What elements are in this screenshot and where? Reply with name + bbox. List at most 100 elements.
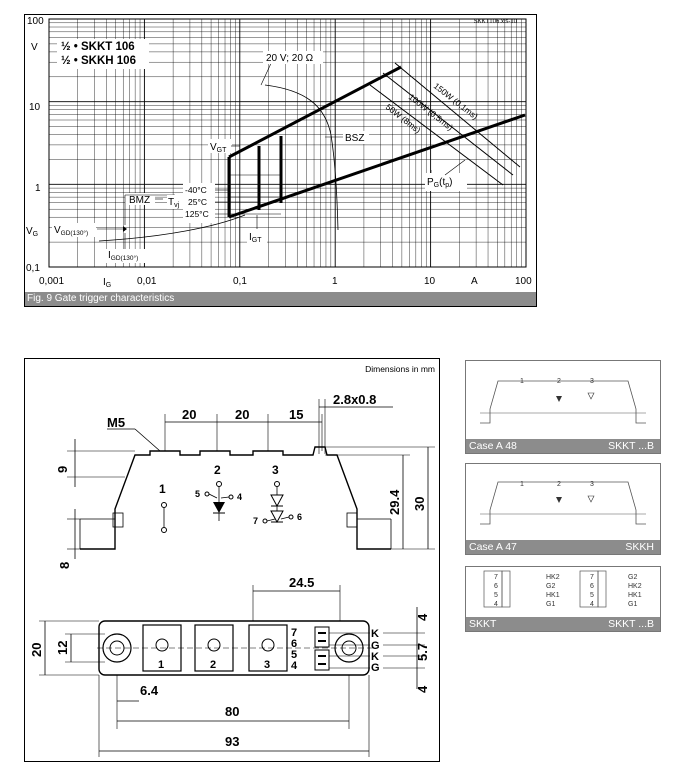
- pin-6: 6: [291, 638, 297, 650]
- terminal-3-label: 3: [272, 463, 279, 477]
- dimensions-title: Dimensions in mm: [365, 364, 435, 374]
- vgt-label: VGT: [210, 142, 227, 154]
- y-unit: V: [31, 42, 38, 53]
- pinout-panel: 7 6 5 4 7 6 5 4 HK2 G2 HK1 G1 G2 HK2 HK1…: [465, 566, 661, 632]
- case-a48-right: SKKT ...B: [608, 440, 654, 452]
- x-tick-0-1: 0,1: [233, 276, 247, 287]
- pg-label: PG(tp): [427, 177, 452, 189]
- pin-5: 5: [291, 649, 297, 661]
- left-pin-g2: G2: [546, 583, 555, 590]
- x-tick-100: 100: [515, 276, 532, 287]
- pinout-left-label: SKKT: [469, 618, 497, 630]
- pin-letter-g2: G: [371, 662, 380, 674]
- dim-20: 20: [29, 643, 44, 657]
- case-a47-panel: 1 2 3 Case A 47 SKKH: [465, 463, 661, 555]
- chart-caption: Fig. 9 Gate trigger characteristics: [25, 292, 536, 306]
- x-tick-0-01: 0,01: [137, 276, 157, 287]
- bsz-lower: [228, 113, 526, 219]
- pin-num-7-right: 7: [590, 574, 594, 581]
- dim-9: 9: [55, 466, 70, 473]
- power-line-100w: [382, 72, 514, 176]
- dim-29-4: 29.4: [387, 489, 402, 515]
- pin-letter-g1: G: [371, 640, 380, 652]
- igd-label: IGD(130°): [108, 250, 138, 262]
- pin-num-6-left: 6: [494, 583, 498, 590]
- pin-letter-k2: K: [371, 651, 379, 663]
- temp-125: 125°C: [185, 209, 209, 219]
- file-ref: SKKT106.xls-10: [474, 19, 518, 25]
- case-a47-bar: Case A 47 SKKH: [466, 540, 660, 554]
- power-line-50w: [369, 84, 504, 186]
- tvj-label: Tvj: [168, 197, 180, 209]
- right-pin-g1: G1: [628, 601, 637, 608]
- dimension-drawing: Dimensions in mm M5 20 20 15 2.8x0.8 1 2: [24, 358, 440, 762]
- vgd-curve: [98, 214, 246, 242]
- case-a47-left: Case A 47: [469, 541, 517, 553]
- case-a47-right: SKKH: [625, 541, 654, 553]
- pin-num-5-left: 5: [494, 592, 498, 599]
- pin-num-4-right: 4: [590, 601, 594, 608]
- dim-93: 93: [225, 734, 239, 749]
- pin-num-5-right: 5: [590, 592, 594, 599]
- dim-5-7: 5.7: [415, 643, 430, 661]
- left-pin-g1: G1: [546, 601, 555, 608]
- bsz-upper: [228, 65, 402, 159]
- gate-pin-7: 7: [253, 516, 258, 526]
- load-line-label: 20 V; 20 Ω: [266, 53, 314, 64]
- dim-8: 8: [57, 562, 72, 569]
- svg-text:1: 1: [520, 481, 524, 488]
- y-tick-10: 10: [29, 102, 41, 113]
- gate-pin-4: 4: [237, 492, 242, 502]
- case-a48-bar: Case A 48 SKKT ...B: [466, 439, 660, 453]
- gate-trigger-chart: SKKT106.xls-10 ½ • SKKT 106 ½ • SKKH 106…: [24, 14, 537, 307]
- dim-12: 12: [55, 641, 70, 655]
- left-pin-hk2: HK2: [546, 574, 560, 581]
- right-pin-hk1: HK1: [628, 592, 642, 599]
- dim-80: 80: [225, 704, 239, 719]
- pitch-a: 20: [182, 407, 196, 422]
- y-tick-0-1: 0,1: [26, 263, 40, 274]
- dim-4-bot: 4: [415, 685, 430, 693]
- pin-7: 7: [291, 627, 297, 639]
- x-tick-1: 1: [332, 276, 338, 287]
- temp-minus40: -40°C: [185, 185, 207, 195]
- dim-4-top: 4: [415, 613, 430, 621]
- top-terminal-1: 1: [158, 659, 164, 671]
- left-pin-hk1: HK1: [546, 592, 560, 599]
- title-skkh: ½ • SKKH 106: [61, 55, 136, 67]
- temp-25: 25°C: [188, 197, 207, 207]
- right-pin-g2: G2: [628, 574, 637, 581]
- igt-label: IGT: [249, 232, 262, 244]
- case-side-profile: [80, 446, 391, 550]
- load-curve: [264, 84, 339, 231]
- pinout-sketch: 7 6 5 4 7 6 5 4 HK2 G2 HK1 G1 G2 HK2 HK1…: [483, 570, 642, 608]
- y-axis-label: VG: [26, 226, 38, 238]
- drawing-svg: Dimensions in mm M5 20 20 15 2.8x0.8 1 2: [29, 364, 435, 757]
- bmz-label: BMZ: [129, 195, 150, 206]
- pinout-right-label: SKKT ...B: [608, 618, 654, 630]
- case-a48-left: Case A 48: [469, 440, 517, 452]
- vgd-label: VGD(130°): [54, 225, 88, 237]
- svg-text:3: 3: [590, 481, 594, 488]
- x-tick-0-001: 0,001: [39, 276, 64, 287]
- title-skkt: ½ • SKKT 106: [61, 41, 135, 53]
- chart-plot: SKKT106.xls-10 ½ • SKKT 106 ½ • SKKH 106…: [26, 16, 532, 289]
- top-terminal-2: 2: [210, 659, 216, 671]
- svg-text:2: 2: [557, 378, 561, 385]
- svg-text:3: 3: [590, 378, 594, 385]
- terminal-2-label: 2: [214, 463, 221, 477]
- pin-4: 4: [291, 660, 298, 672]
- pin-num-4-left: 4: [494, 601, 498, 608]
- pin-num-7-left: 7: [494, 574, 498, 581]
- svg-text:2: 2: [557, 481, 561, 488]
- power-line-150w: [394, 62, 521, 168]
- pitch-c: 15: [289, 407, 303, 422]
- dim-24-5: 24.5: [289, 575, 314, 590]
- thread-label: M5: [107, 415, 125, 430]
- dim-30: 30: [412, 497, 427, 511]
- y-tick-1: 1: [35, 183, 41, 194]
- pitch-b: 20: [235, 407, 249, 422]
- case-a48-sketch: 1 2 3: [480, 378, 646, 424]
- gate-pin-5: 5: [195, 489, 200, 499]
- y-tick-100: 100: [27, 16, 44, 27]
